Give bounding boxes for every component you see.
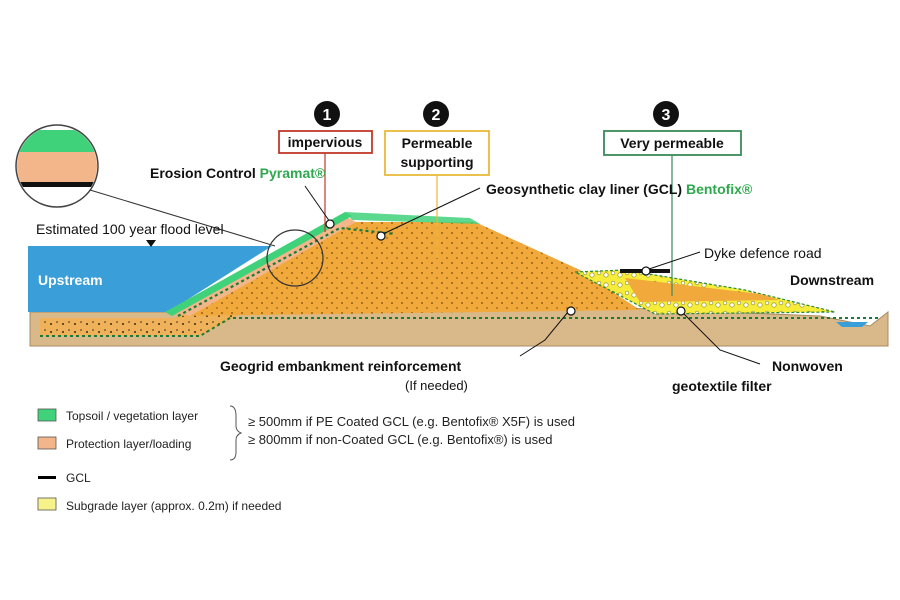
gcl-label: Geosynthetic clay liner (GCL) Bentofix®	[486, 181, 753, 197]
legend-swatch-gcl	[38, 476, 56, 479]
zone-2-badge: 2	[423, 101, 449, 127]
flood-level-label: Estimated 100 year flood level	[36, 221, 224, 237]
legend: Topsoil / vegetation layer Protection la…	[37, 405, 575, 513]
legend-swatch-subgrade	[37, 497, 57, 511]
inset-layer-detail	[15, 124, 324, 287]
impervious-label: impervious	[288, 134, 363, 150]
nonwoven-label-1: Nonwoven	[772, 358, 843, 374]
permeable-label-2: supporting	[400, 154, 473, 170]
geogrid-marker	[566, 306, 576, 316]
legend-label-gcl: GCL	[66, 471, 91, 485]
geogrid-label: Geogrid embankment reinforcement	[220, 358, 462, 374]
zone-3-badge: 3	[653, 101, 679, 127]
crest-topsoil	[345, 212, 480, 224]
gcl-marker	[376, 231, 386, 241]
geogrid-note: (If needed)	[405, 378, 468, 393]
erosion-control-label: Erosion Control Pyramat®	[150, 165, 326, 181]
topsoil-layer-slope	[165, 212, 352, 316]
legend-note-noncoated: ≥ 800mm if non-Coated GCL (e.g. Bentofix…	[248, 432, 553, 447]
upstream-water	[28, 246, 272, 312]
dyke-road-label: Dyke defence road	[704, 245, 822, 261]
upstream-label: Upstream	[38, 272, 103, 288]
nonwoven-marker	[676, 306, 686, 316]
very-permeable-label: Very permeable	[620, 135, 724, 151]
zone-2-number: 2	[432, 107, 441, 124]
dyke-road-marker	[641, 266, 651, 276]
legend-label-protection: Protection layer/loading	[66, 437, 191, 451]
pyramat-label: Pyramat®	[260, 165, 326, 181]
legend-label-subgrade: Subgrade layer (approx. 0.2m) if needed	[66, 499, 281, 513]
bentofix-label: Bentofix®	[686, 181, 753, 197]
zone-1-badge: 1	[314, 101, 340, 127]
nonwoven-label-2: geotextile filter	[672, 378, 772, 394]
inset-zoom-circle	[266, 229, 324, 287]
gcl-line-base	[40, 317, 880, 337]
permeable-label-1: Permeable	[402, 135, 473, 151]
legend-swatch-topsoil	[37, 408, 57, 422]
legend-note-coated: ≥ 500mm if PE Coated GCL (e.g. Bentofix®…	[248, 414, 575, 429]
downstream-water	[836, 322, 868, 327]
very-permeable-box	[603, 130, 742, 156]
downstream-label: Downstream	[790, 272, 874, 288]
legend-swatch-protection	[37, 436, 57, 450]
zone-3-number: 3	[662, 107, 671, 124]
gcl-line-upstream	[177, 226, 396, 317]
erosion-marker	[325, 219, 335, 229]
flood-level-arrow-icon	[146, 240, 156, 247]
downstream-slope-orange	[625, 278, 780, 302]
legend-brace	[229, 405, 243, 461]
legend-label-topsoil: Topsoil / vegetation layer	[66, 409, 198, 423]
embankment-core	[175, 222, 640, 318]
zone-1-number: 1	[323, 107, 332, 124]
